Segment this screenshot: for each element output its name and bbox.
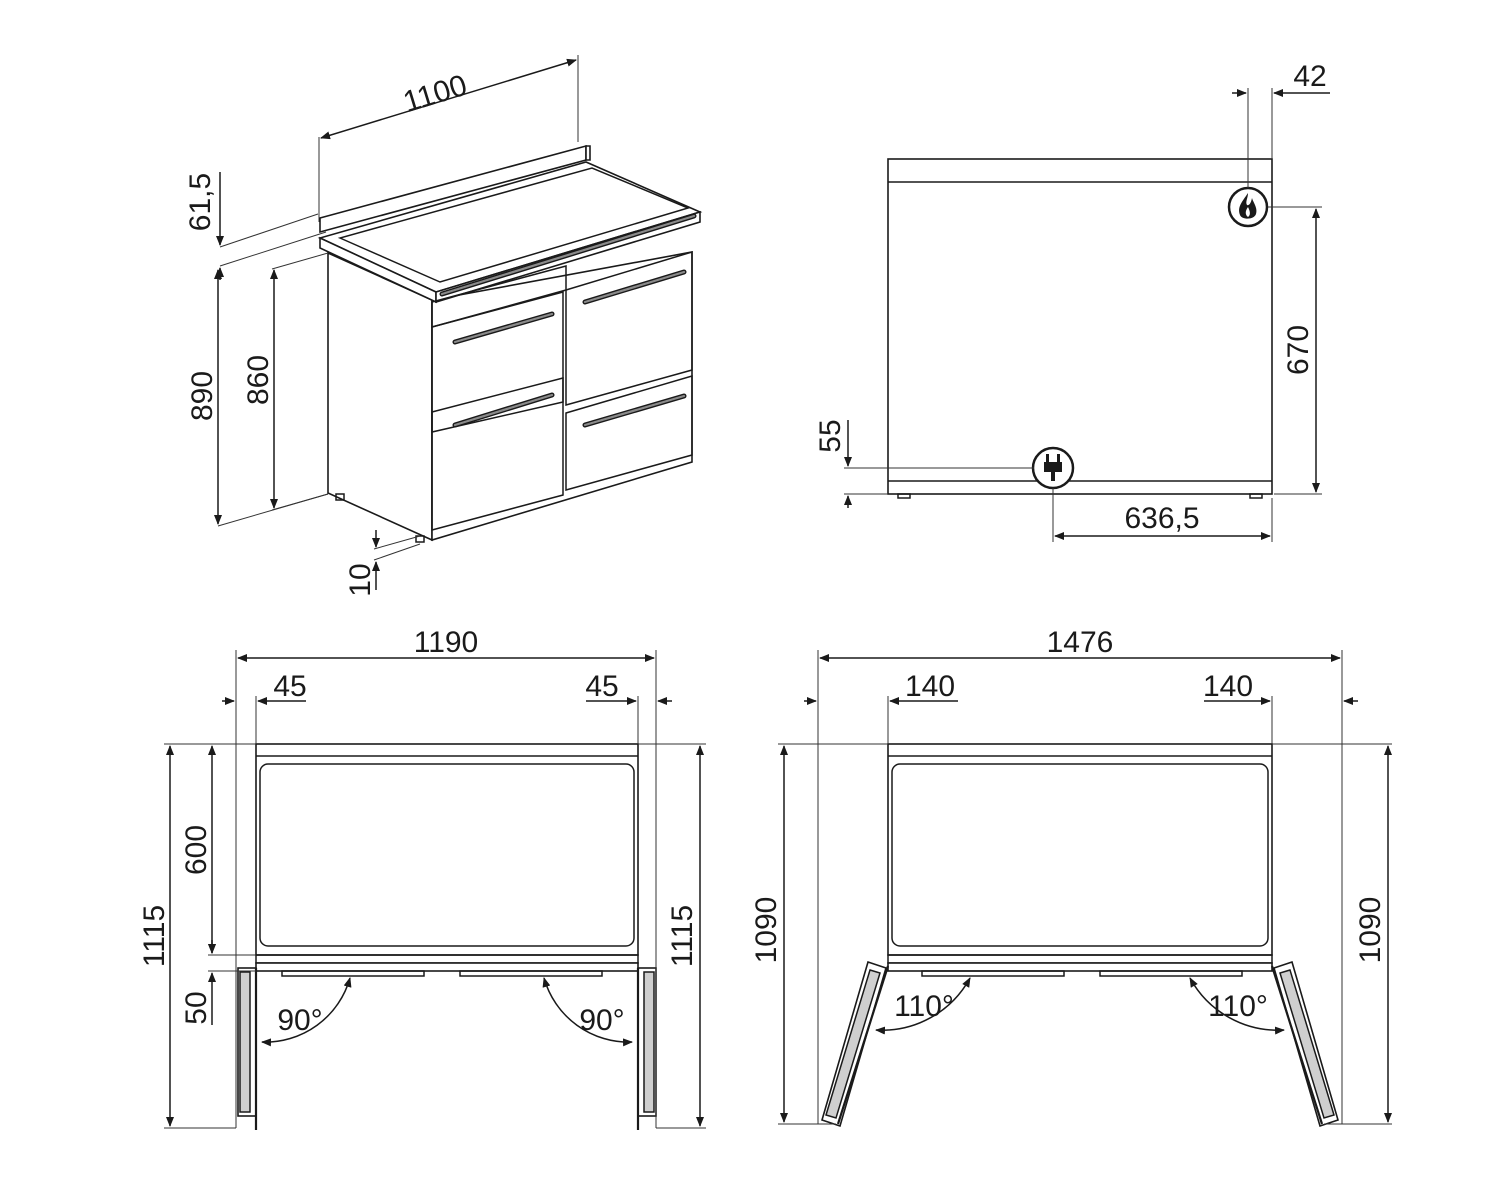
foot-height-label: 10 [344,563,377,596]
backsplash-label: 61,5 [184,173,217,231]
side-view: 42 670 55 636,5 [814,60,1330,542]
flame-icon [1227,186,1269,228]
right-clearance-110-label: 140 [1203,670,1253,703]
plug-height-label: 55 [814,419,847,452]
left-clearance-110-label: 140 [905,670,955,703]
top-view-110: 110° 110° 1476 140 140 1090 1090 [750,626,1392,1128]
right-depth-90-label: 1115 [666,905,699,967]
handle-gap-label: 50 [180,991,213,1024]
left-depth-110-label: 1090 [750,897,783,964]
top-view-90: 90° 90° 1190 45 45 1115 600 50 [138,626,706,1130]
overall-width-90-label: 1190 [414,626,479,659]
right-angle-90-label: 90° [579,1004,624,1037]
right-clearance-90-label: 45 [585,670,618,703]
body-height-label: 860 [242,355,275,405]
cooktop-depth-label: 600 [180,825,213,875]
width-label: 1100 [400,69,471,119]
depth-offset-label: 42 [1293,60,1326,93]
right-angle-110-label: 110° [1208,990,1268,1023]
plug-icon [1031,446,1075,490]
left-angle-110-label: 110° [894,990,954,1023]
overall-width-110-label: 1476 [1047,626,1114,659]
right-depth-110-label: 1090 [1354,897,1387,964]
plug-offset-label: 636,5 [1124,502,1199,535]
left-clearance-90-label: 45 [273,670,306,703]
perspective-view: 1100 6 [184,55,703,597]
gas-height-label: 670 [1282,325,1315,375]
left-depth-90-label: 1115 [138,905,171,967]
total-height-label: 890 [186,371,219,421]
left-angle-90-label: 90° [277,1004,322,1037]
